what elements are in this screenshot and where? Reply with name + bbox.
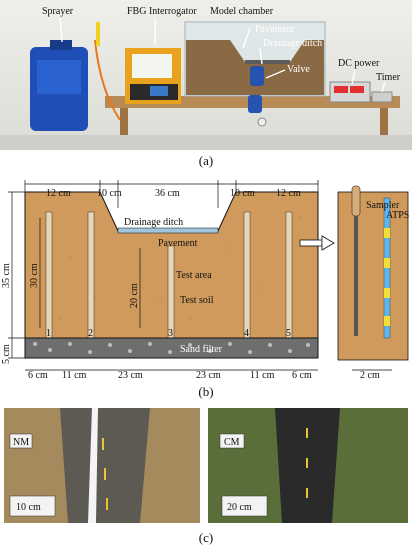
sprayer: [30, 22, 121, 131]
dim-bottom-2: 11 cm: [62, 370, 87, 378]
probe-strip-4: [243, 211, 251, 339]
dim-top-5: 12 cm: [276, 188, 301, 199]
dim-top-3: 36 cm: [155, 188, 180, 199]
probe-strip-2: [87, 211, 95, 339]
dim-inner-30: 30 cm: [29, 263, 40, 288]
arrow-to-sampler-icon: [299, 235, 335, 251]
label-pavement-b: Pavement: [158, 238, 198, 249]
dim-sampler-width: 2 cm: [360, 370, 380, 378]
valve: [248, 66, 267, 127]
probe-number-5: 5: [286, 328, 291, 339]
chamber-schematic: 12 cm 10 cm 36 cm 10 cm 12 cm 35 cm 5 cm…: [1, 180, 409, 378]
sampler-inset: [337, 185, 409, 371]
dim-top-1: 12 cm: [46, 188, 71, 199]
scale-nm: 10 cm: [16, 502, 41, 513]
panel-c-photos: NM 10 cm CM 20 cm: [0, 408, 412, 523]
caption-b: (b): [198, 384, 214, 399]
dim-bottom-3: 23 cm: [118, 370, 143, 378]
label-sand-filter: Sand filter: [180, 344, 223, 355]
apparatus-photo: Sprayer FBG Interrogator Model chamber P…: [0, 0, 412, 150]
label-valve: Valve: [287, 64, 310, 75]
dim-bottom-4: 23 cm: [196, 370, 221, 378]
sampler-blade: [354, 216, 358, 336]
label-dc-power: DC power: [338, 58, 380, 69]
dim-bottom-5: 11 cm: [250, 370, 275, 378]
probe-strip-1: [45, 211, 53, 339]
label-pavement: Pavement: [255, 24, 295, 35]
dim-bottom-1: 6 cm: [28, 370, 48, 378]
probe-strip-5: [285, 211, 293, 339]
label-fbg-interrogator: FBG Interrogator: [127, 6, 197, 17]
probe-number-2: 2: [88, 328, 93, 339]
label-drainage-ditch-b: Drainage ditch: [124, 217, 183, 228]
probe-strip-3: [167, 245, 175, 339]
field-photos: NM 10 cm CM 20 cm: [4, 408, 408, 523]
label-model-chamber: Model chamber: [210, 6, 274, 17]
caption-c: (c): [198, 530, 214, 545]
label-cm: CM: [224, 437, 240, 448]
dim-left-filter: 5 cm: [1, 344, 12, 364]
dc-power-supply: [329, 81, 371, 103]
probe-number-4: 4: [244, 328, 249, 339]
cm-photo: [208, 408, 408, 523]
dim-top-2: 10 cm: [97, 188, 122, 199]
caption-a: (a): [198, 153, 214, 168]
probe-number-1: 1: [46, 328, 51, 339]
pavement-layer: [117, 227, 219, 234]
scale-cm: 20 cm: [227, 502, 252, 513]
probe-number-3: 3: [168, 328, 173, 339]
label-timer: Timer: [376, 72, 401, 83]
dim-left-height: 35 cm: [1, 263, 12, 288]
label-nm: NM: [13, 437, 29, 448]
label-atps: ATPS: [386, 210, 409, 221]
fbg-interrogator: [125, 48, 181, 104]
label-drainage-ditch: Drainage ditch: [263, 38, 322, 49]
panel-a-photo: Sprayer FBG Interrogator Model chamber P…: [0, 0, 412, 150]
label-test-soil: Test soil: [180, 295, 214, 306]
nm-photo: [4, 408, 200, 523]
dim-top-4: 10 cm: [230, 188, 255, 199]
label-sprayer: Sprayer: [42, 6, 74, 17]
dim-bottom-6: 6 cm: [292, 370, 312, 378]
dim-inner-20: 20 cm: [129, 283, 140, 308]
label-sampler: Sampler: [366, 200, 400, 211]
sand-filter: [24, 337, 319, 359]
sampler-handle: [351, 185, 361, 217]
panel-b-schematic: 12 cm 10 cm 36 cm 10 cm 12 cm 35 cm 5 cm…: [0, 178, 412, 378]
timer: [371, 91, 393, 103]
label-test-area: Test area: [176, 270, 212, 281]
